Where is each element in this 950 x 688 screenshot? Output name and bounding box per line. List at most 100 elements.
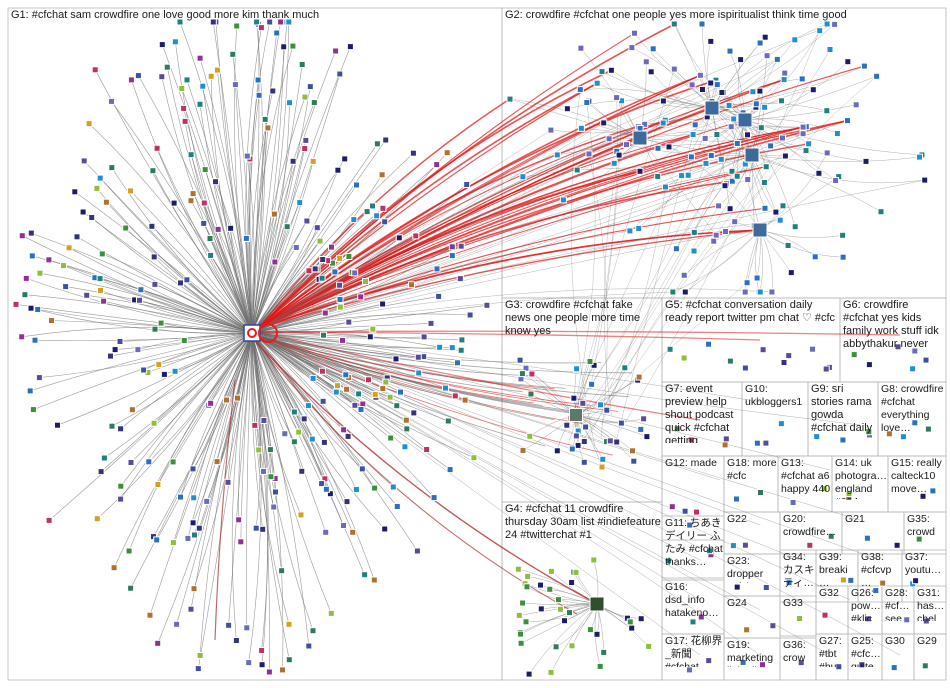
- network-node: [782, 153, 788, 159]
- network-node: [135, 73, 141, 79]
- network-node: [836, 664, 842, 670]
- network-node: [548, 568, 554, 574]
- network-node: [589, 381, 595, 387]
- network-node: [151, 254, 157, 260]
- network-node: [726, 103, 732, 109]
- network-node: [688, 154, 694, 160]
- network-node: [197, 55, 203, 61]
- network-node: [564, 422, 570, 428]
- network-node: [196, 525, 202, 531]
- network-node: [624, 142, 630, 148]
- network-node: [137, 297, 143, 303]
- network-node: [538, 582, 544, 588]
- network-node: [458, 347, 464, 353]
- network-node: [244, 625, 250, 631]
- network-node: [641, 416, 647, 422]
- network-node: [135, 347, 141, 353]
- network-node: [394, 504, 400, 510]
- network-node: [745, 132, 751, 138]
- network-node: [443, 385, 449, 391]
- network-node: [374, 141, 380, 147]
- network-node: [727, 358, 733, 364]
- network-node: [37, 270, 43, 276]
- network-node: [790, 500, 796, 506]
- network-node: [434, 266, 440, 272]
- network-node: [214, 459, 220, 465]
- network-node: [840, 437, 846, 443]
- network-node: [607, 438, 613, 444]
- network-node: [674, 426, 680, 432]
- network-node: [74, 234, 80, 240]
- network-node: [228, 225, 234, 231]
- network-node: [916, 536, 922, 542]
- network-node: [732, 219, 738, 225]
- network-node: [284, 224, 290, 230]
- network-node: [415, 354, 421, 360]
- network-node: [273, 489, 279, 495]
- network-node: [319, 368, 325, 374]
- network-node: [758, 125, 764, 131]
- network-node: [323, 486, 329, 492]
- network-node: [171, 200, 177, 206]
- network-node: [923, 357, 929, 363]
- network-node: [567, 610, 573, 616]
- network-node: [342, 156, 348, 162]
- network-node: [197, 653, 203, 659]
- network-node: [606, 136, 612, 142]
- network-node: [46, 517, 52, 523]
- network-node: [320, 257, 326, 263]
- network-node: [520, 447, 526, 453]
- network-node: [259, 648, 265, 654]
- network-node: [306, 643, 312, 649]
- network-node: [97, 276, 103, 282]
- network-node: [72, 189, 78, 195]
- network-node: [859, 662, 865, 668]
- network-node: [769, 289, 775, 295]
- network-node: [713, 232, 719, 238]
- network-node: [347, 44, 353, 50]
- network-node: [768, 143, 774, 149]
- network-node: [371, 577, 377, 583]
- network-node: [103, 199, 109, 205]
- network-node: [785, 243, 791, 249]
- network-node: [156, 361, 162, 367]
- network-node: [302, 146, 308, 152]
- network-node: [618, 420, 624, 426]
- network-node: [723, 436, 729, 442]
- network-node: [636, 226, 642, 232]
- network-node: [310, 628, 316, 634]
- network-node: [410, 150, 416, 156]
- network-node: [636, 374, 642, 380]
- network-node: [61, 263, 67, 269]
- network-node: [708, 80, 714, 86]
- network-node: [554, 152, 560, 158]
- network-node: [252, 422, 258, 428]
- network-node: [471, 455, 477, 461]
- network-node: [236, 517, 242, 523]
- network-node: [757, 40, 763, 46]
- network-node: [259, 662, 265, 668]
- network-node: [594, 80, 600, 86]
- network-node: [714, 132, 720, 138]
- network-node: [29, 253, 35, 259]
- network-node: [853, 102, 859, 108]
- network-node: [459, 337, 465, 343]
- network-node: [268, 474, 274, 480]
- network-node: [235, 395, 241, 401]
- network-node: [214, 67, 220, 73]
- network-node: [388, 435, 394, 441]
- network-node: [185, 535, 191, 541]
- network-node: [258, 25, 264, 31]
- network-node: [431, 495, 437, 501]
- network-node: [727, 206, 733, 212]
- network-node: [335, 383, 341, 389]
- network-node: [13, 301, 19, 307]
- network-node: [770, 623, 776, 629]
- network-node: [374, 213, 380, 219]
- network-node: [763, 440, 769, 446]
- network-node: [286, 621, 292, 627]
- network-node: [507, 96, 513, 102]
- network-node: [523, 619, 529, 625]
- network-node: [296, 429, 302, 435]
- network-node: [333, 48, 339, 54]
